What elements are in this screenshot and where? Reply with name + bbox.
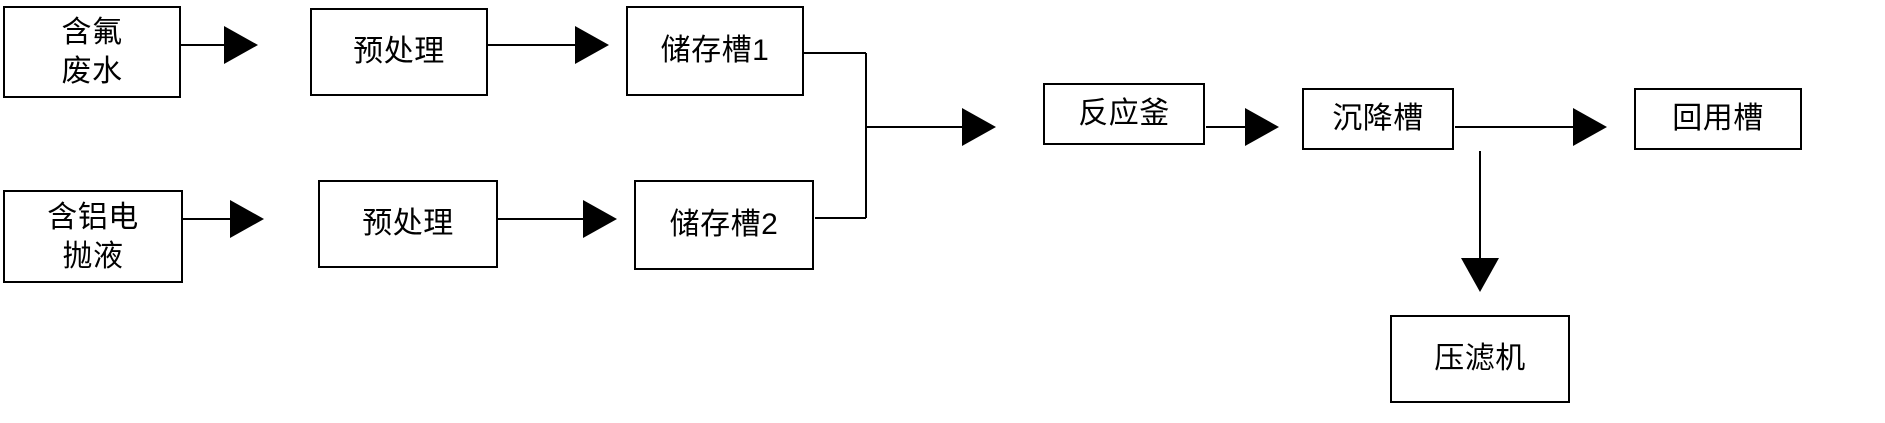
connector-settling-to-filterpress — [1461, 151, 1499, 292]
node-pretreatment-1[interactable]: 预处理 — [310, 8, 488, 96]
connector-settling-to-reuse — [1455, 108, 1607, 146]
connector-storages-merge-to-reactor — [804, 51, 996, 220]
node-pretreatment-2[interactable]: 预处理 — [318, 180, 498, 268]
node-reuse-tank[interactable]: 回用槽 — [1634, 88, 1802, 150]
connector-fluorine-to-pretreatment1 — [181, 26, 258, 64]
node-settling-tank[interactable]: 沉降槽 — [1302, 88, 1454, 150]
node-filter-press[interactable]: 压滤机 — [1390, 315, 1570, 403]
node-reactor[interactable]: 反应釜 — [1043, 83, 1205, 145]
node-storage-tank-1[interactable]: 储存槽1 — [626, 6, 804, 96]
node-fluorine-wastewater[interactable]: 含氟 废水 — [3, 6, 181, 98]
connector-aluminum-to-pretreatment2 — [183, 200, 264, 238]
connector-pretreatment2-to-storage2 — [498, 200, 617, 238]
node-storage-tank-2[interactable]: 储存槽2 — [634, 180, 814, 270]
connector-reactor-to-settling — [1206, 108, 1279, 146]
node-aluminum-polishing-liquid[interactable]: 含铝电 抛液 — [3, 190, 183, 283]
